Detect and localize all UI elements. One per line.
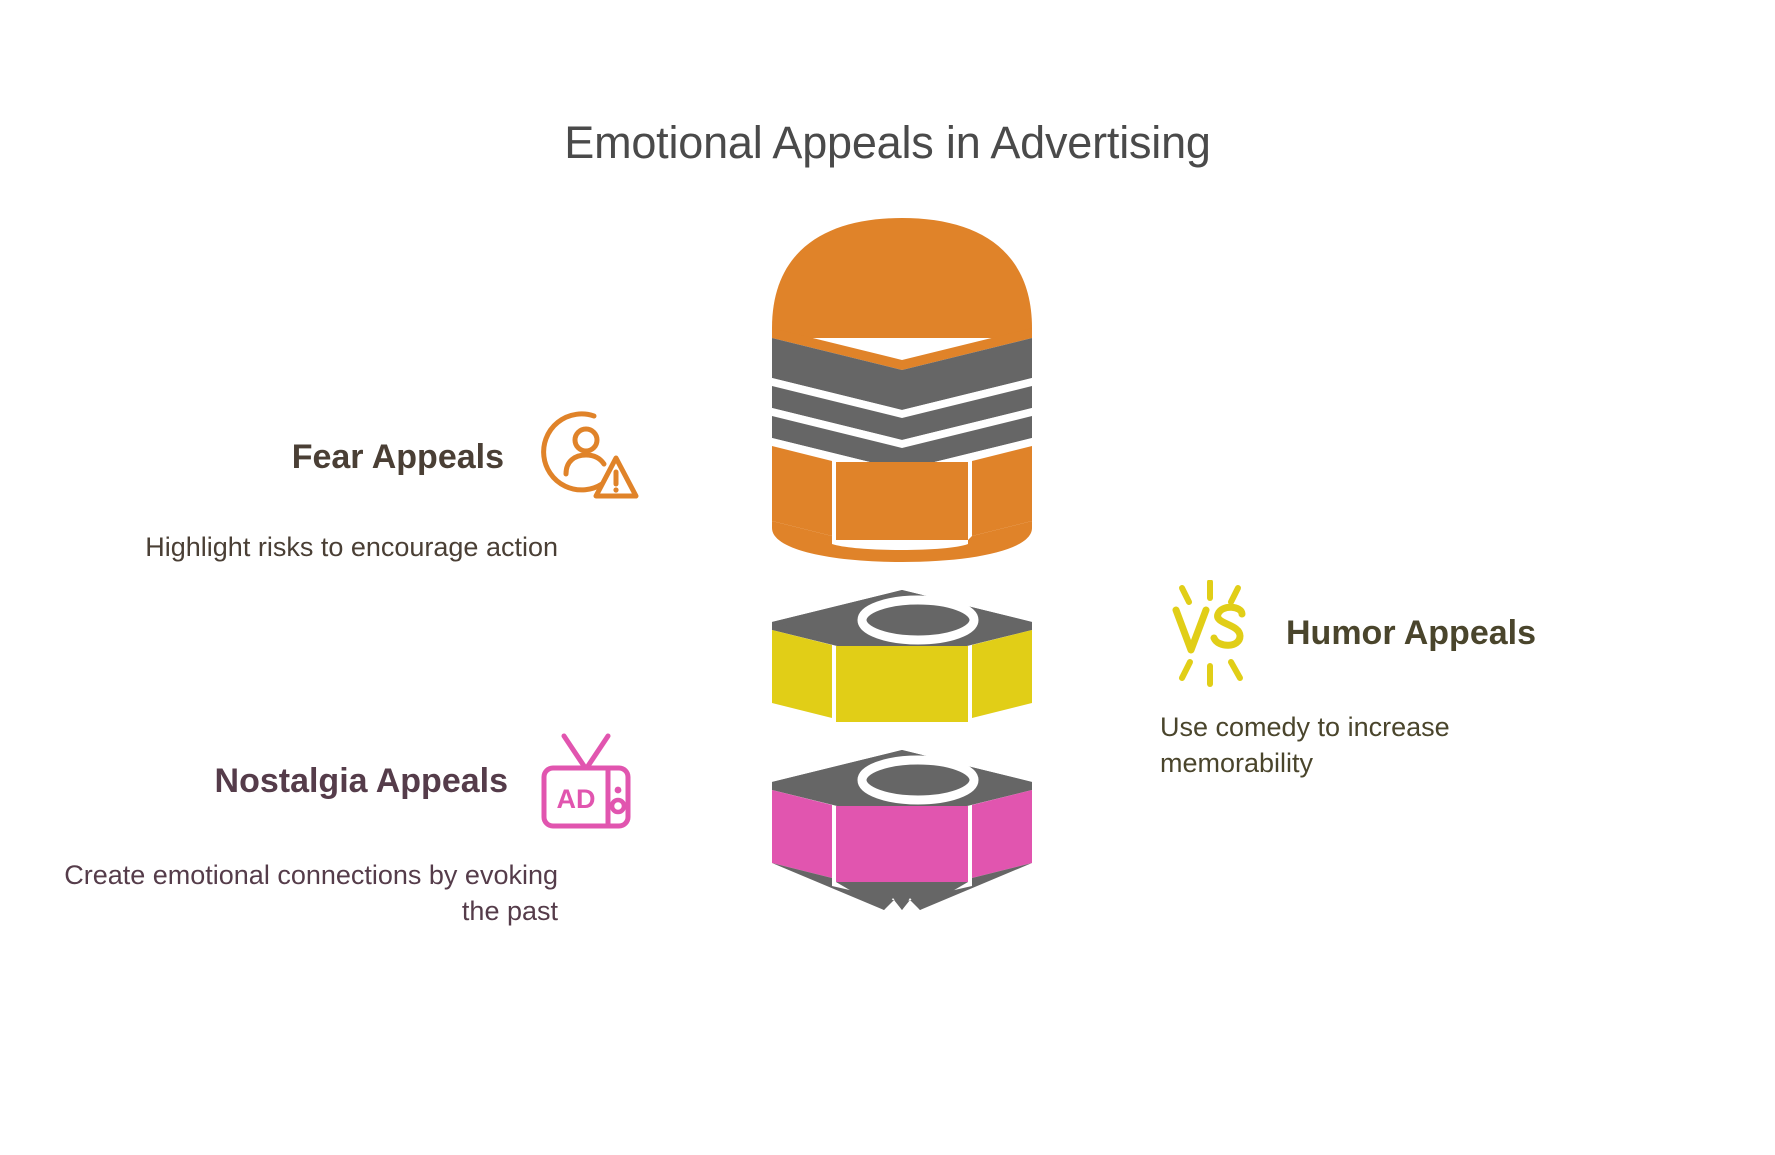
humor-appeals-description: Use comedy to increase memorability bbox=[1160, 712, 1450, 778]
humor-appeals-heading: Humor Appeals bbox=[1286, 614, 1537, 653]
pencil-tip bbox=[772, 863, 1032, 910]
segment-nostalgia-pink bbox=[772, 750, 1032, 882]
fear-appeals-description: Highlight risks to encourage action bbox=[145, 532, 558, 562]
person-warning-icon bbox=[532, 408, 640, 508]
nostalgia-appeals-heading: Nostalgia Appeals bbox=[214, 762, 508, 801]
page-title: Emotional Appeals in Advertising bbox=[564, 117, 1211, 168]
versus-starburst-icon bbox=[1160, 579, 1260, 688]
nostalgia-appeals-description: Create emotional connections by evoking … bbox=[64, 860, 558, 926]
fear-appeals-block: Fear Appeals Highlight risks to encourag… bbox=[60, 408, 640, 566]
tv-ad-label: AD bbox=[557, 784, 596, 814]
retro-tv-ad-icon: AD bbox=[532, 728, 640, 836]
nostalgia-appeals-block: Nostalgia Appeals AD Create bbox=[40, 728, 640, 929]
stacked-pencil-diagram bbox=[760, 210, 1090, 930]
humor-appeals-block: Humor Appeals Use comedy to increase mem… bbox=[1160, 579, 1720, 781]
fear-appeals-heading: Fear Appeals bbox=[291, 438, 504, 477]
segment-fear-orange bbox=[772, 218, 1032, 562]
segment-humor-yellow bbox=[772, 590, 1032, 722]
